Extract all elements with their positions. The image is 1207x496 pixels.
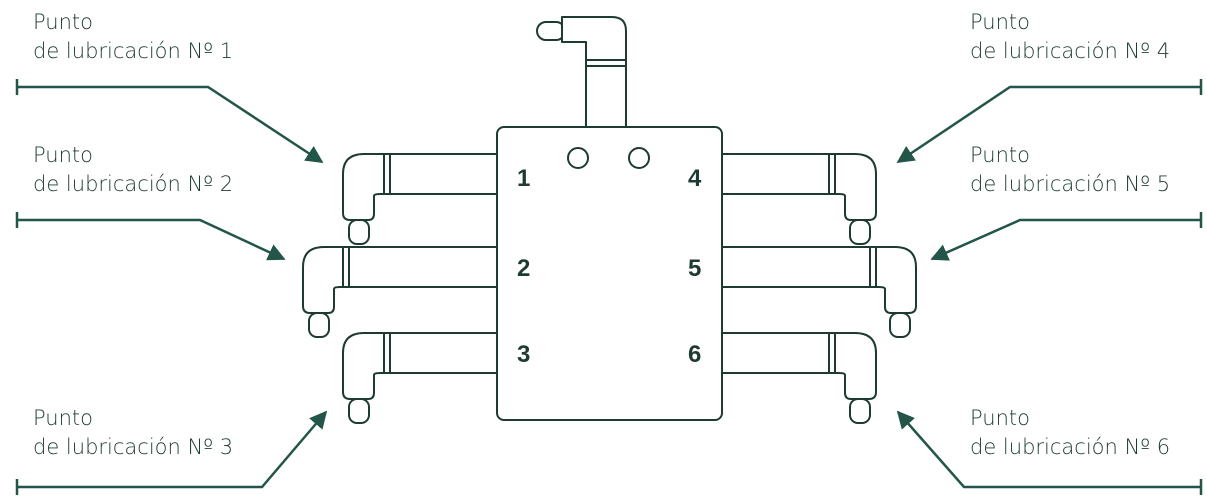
leader-line-2 <box>15 212 286 261</box>
label-point-4-line2: de lubricación Nº 4 <box>970 39 1171 63</box>
label-point-3-line2: de lubricación Nº 3 <box>33 435 234 459</box>
gauge-port-left <box>567 147 589 169</box>
inlet-fitting <box>536 16 627 129</box>
outlet-fitting-5 <box>721 246 917 338</box>
label-point-1-line2: de lubricación Nº 1 <box>33 39 234 63</box>
label-point-5-line2: de lubricación Nº 5 <box>970 172 1171 196</box>
label-point-5: Punto de lubricación Nº 5 <box>970 141 1170 199</box>
label-point-2: Punto de lubricación Nº 2 <box>33 141 233 199</box>
port-number-4: 4 <box>688 165 702 192</box>
leader-line-4 <box>896 79 1203 164</box>
leader-line-5 <box>930 212 1203 261</box>
outlet-fitting-1 <box>342 153 498 245</box>
leader-line-3 <box>15 410 328 495</box>
label-point-2-line1: Punto <box>33 143 93 167</box>
gauge-port-right <box>628 147 650 169</box>
leader-line-6 <box>896 410 1203 495</box>
label-point-6: Punto de lubricación Nº 6 <box>970 404 1170 462</box>
label-point-5-line1: Punto <box>970 143 1030 167</box>
outlet-fitting-4 <box>721 153 877 245</box>
label-point-3: Punto de lubricación Nº 3 <box>33 404 233 462</box>
leader-line-1 <box>15 79 324 164</box>
outlet-fitting-6 <box>721 332 877 424</box>
port-number-2: 2 <box>517 255 530 282</box>
port-number-5: 5 <box>688 255 701 282</box>
port-number-1: 1 <box>517 165 530 192</box>
label-point-6-line1: Punto <box>970 406 1030 430</box>
outlet-fitting-3 <box>342 332 498 424</box>
outlet-fitting-2 <box>302 246 498 338</box>
label-point-1: Punto de lubricación Nº 1 <box>33 8 233 66</box>
port-number-3: 3 <box>517 341 530 368</box>
label-point-2-line2: de lubricación Nº 2 <box>33 172 234 196</box>
label-point-3-line1: Punto <box>33 406 93 430</box>
label-point-4-line1: Punto <box>970 10 1030 34</box>
label-point-1-line1: Punto <box>33 10 93 34</box>
port-number-6: 6 <box>688 341 701 368</box>
label-point-4: Punto de lubricación Nº 4 <box>970 8 1170 66</box>
label-point-6-line2: de lubricación Nº 6 <box>970 435 1171 459</box>
